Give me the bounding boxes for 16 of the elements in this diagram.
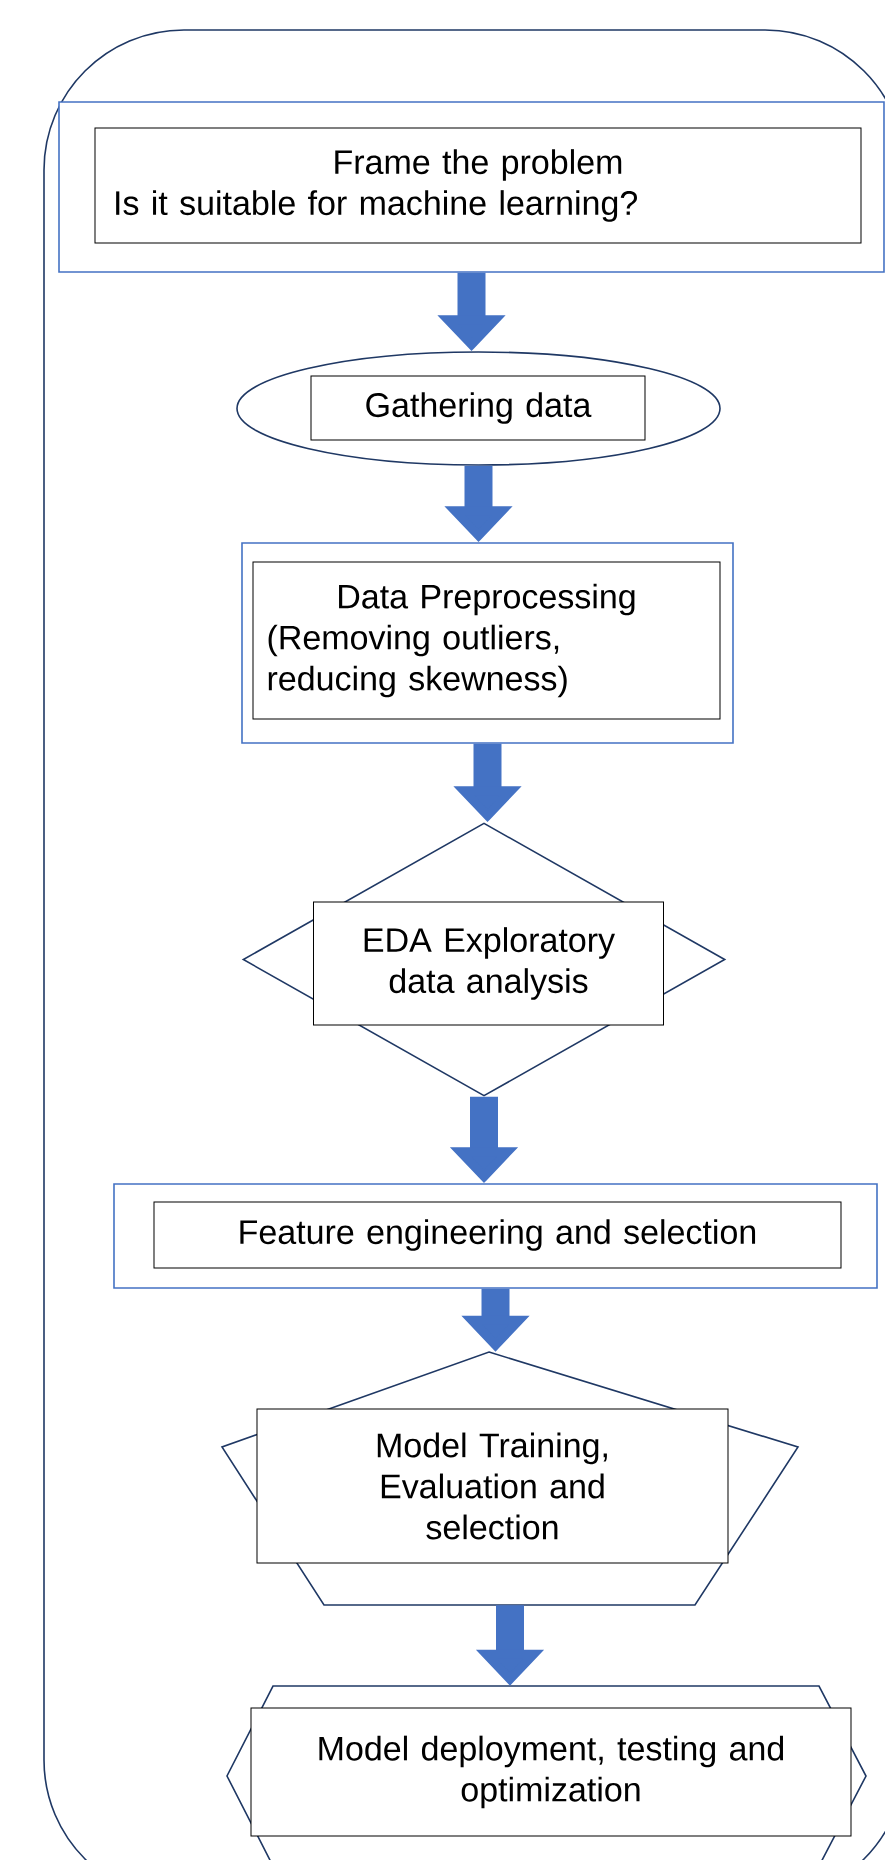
box-text: (Removing outliers, reducing skewness) bbox=[268, 624, 567, 698]
text-box bbox=[94, 127, 862, 244]
text-box bbox=[153, 1201, 842, 1269]
text-box bbox=[313, 901, 664, 1026]
box-text: Feature engineering and selection bbox=[240, 1219, 756, 1251]
text-box bbox=[250, 1707, 852, 1837]
text-box bbox=[252, 561, 721, 720]
text-box bbox=[310, 375, 646, 441]
box-text: Model deployment, testing and optimization bbox=[319, 1735, 784, 1809]
box-text: Data Preprocessing bbox=[339, 583, 635, 616]
box-text: Gathering data bbox=[366, 392, 592, 424]
box-text: Is it suitable for machine learning? bbox=[116, 190, 637, 222]
box-text: Model Training, Evaluation and selection bbox=[377, 1432, 607, 1540]
box-text: Frame the problem bbox=[335, 149, 622, 181]
text-box bbox=[256, 1408, 729, 1564]
box-text: EDA Exploratory data analysis bbox=[364, 927, 615, 1000]
